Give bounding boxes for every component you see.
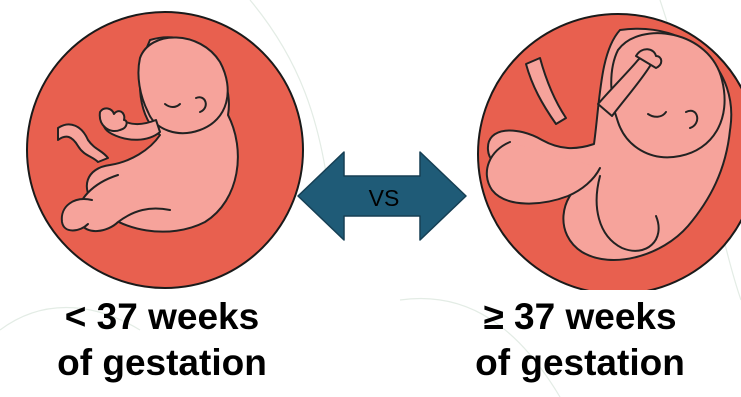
fullterm-panel: ≥ 37 weeks of gestation	[450, 0, 741, 397]
fullterm-caption-line2: of gestation	[430, 340, 730, 386]
fullterm-caption-line1: ≥ 37 weeks	[430, 294, 730, 340]
preterm-panel: < 37 weeks of gestation	[0, 0, 330, 397]
preterm-fetus-illustration	[0, 0, 330, 290]
fullterm-caption: ≥ 37 weeks of gestation	[430, 294, 730, 386]
vs-label: VS	[357, 185, 411, 211]
fullterm-fetus-illustration	[450, 0, 741, 290]
preterm-caption-line1: < 37 weeks	[12, 294, 312, 340]
preterm-caption: < 37 weeks of gestation	[12, 294, 312, 386]
preterm-caption-line2: of gestation	[12, 340, 312, 386]
